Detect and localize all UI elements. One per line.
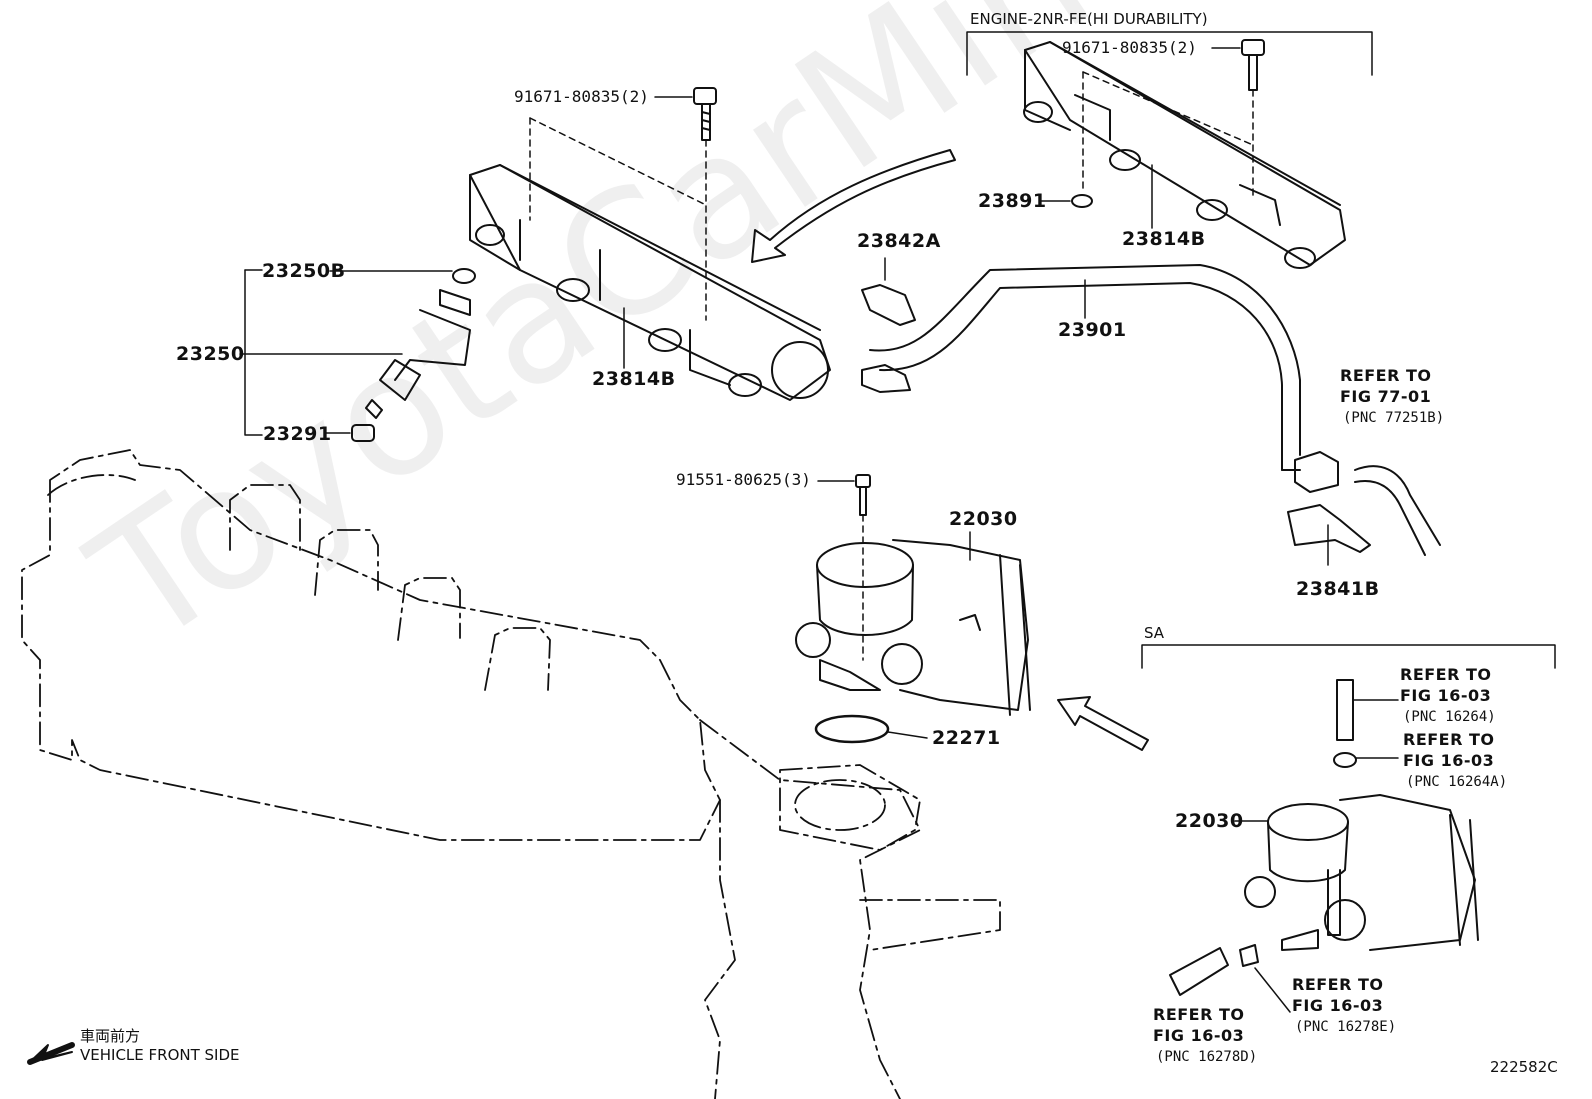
reference-pnc: (PNC 16278E)	[1295, 1019, 1397, 1035]
sa-title: SA	[1144, 624, 1165, 642]
reference-line1: REFER TO	[1292, 975, 1384, 994]
figure-code: 222582C	[1490, 1058, 1558, 1076]
bolt-icon-rail	[529, 87, 717, 321]
bolt-icon-variant	[1071, 39, 1265, 208]
reference-line2: FIG 16-03	[1400, 686, 1492, 705]
gasket-icon	[814, 714, 890, 744]
reference-line1: REFER TO	[1153, 1005, 1245, 1024]
rail-label-variant: 23814B	[1122, 228, 1206, 250]
fuel-tube-icon	[869, 264, 1301, 471]
clip-a-icon	[861, 284, 916, 393]
bolt-label-throttle: 91551-80625(3)	[676, 470, 811, 489]
reference-pnc: (PNC 16264A)	[1406, 774, 1508, 790]
reference-pnc: (PNC 16278D)	[1156, 1049, 1258, 1065]
throttle-body-label: 22030	[949, 508, 1018, 530]
fuel-rail-left	[469, 164, 831, 401]
clip-b-icon	[1287, 451, 1441, 556]
reference-line2: FIG 77-01	[1340, 387, 1432, 406]
reference-pnc: (PNC 16264)	[1403, 709, 1496, 725]
clip-a-label: 23842A	[857, 230, 941, 252]
washer-label: 23891	[978, 190, 1047, 212]
rail-label: 23814B	[592, 368, 676, 390]
bolt-label-rail: 91671-80835(2)	[514, 87, 649, 106]
bolt-label-variant: 91671-80835(2)	[1062, 38, 1197, 57]
engine-variant-bracket	[966, 31, 1373, 76]
injector-oring-label: 23250B	[262, 260, 346, 282]
clip-b-label: 23841B	[1296, 578, 1380, 600]
reference-line2: FIG 16-03	[1292, 996, 1384, 1015]
leader-lines	[239, 47, 1399, 1013]
reference-line2: FIG 16-03	[1153, 1026, 1245, 1045]
gasket-label: 22271	[932, 727, 1001, 749]
sa-bracket	[1141, 644, 1556, 669]
flow-arrow-straight	[1057, 696, 1149, 751]
flow-arrow-curved	[751, 149, 956, 263]
engine-block-outline	[21, 449, 1001, 1099]
injector-label: 23250	[176, 343, 245, 365]
reference-line2: FIG 16-03	[1403, 751, 1495, 770]
throttle-body-sa-label: 22030	[1175, 810, 1244, 832]
engine-variant-title: ENGINE-2NR-FE(HI DURABILITY)	[970, 10, 1208, 28]
fuel-rail-right	[1023, 41, 1346, 269]
injector-icon	[351, 268, 476, 442]
reference-line1: REFER TO	[1340, 366, 1432, 385]
front-direction-en: VEHICLE FRONT SIDE	[80, 1046, 240, 1064]
throttle-body-icon	[795, 474, 1031, 716]
reference-pnc: (PNC 77251B)	[1343, 410, 1445, 426]
reference-line1: REFER TO	[1403, 730, 1495, 749]
throttle-body-sa-icon	[1169, 679, 1479, 996]
front-direction-jp: 車両前方	[80, 1027, 141, 1045]
reference-line1: REFER TO	[1400, 665, 1492, 684]
injector-seal-label: 23291	[263, 423, 332, 445]
fuel-tube-label: 23901	[1058, 319, 1127, 341]
